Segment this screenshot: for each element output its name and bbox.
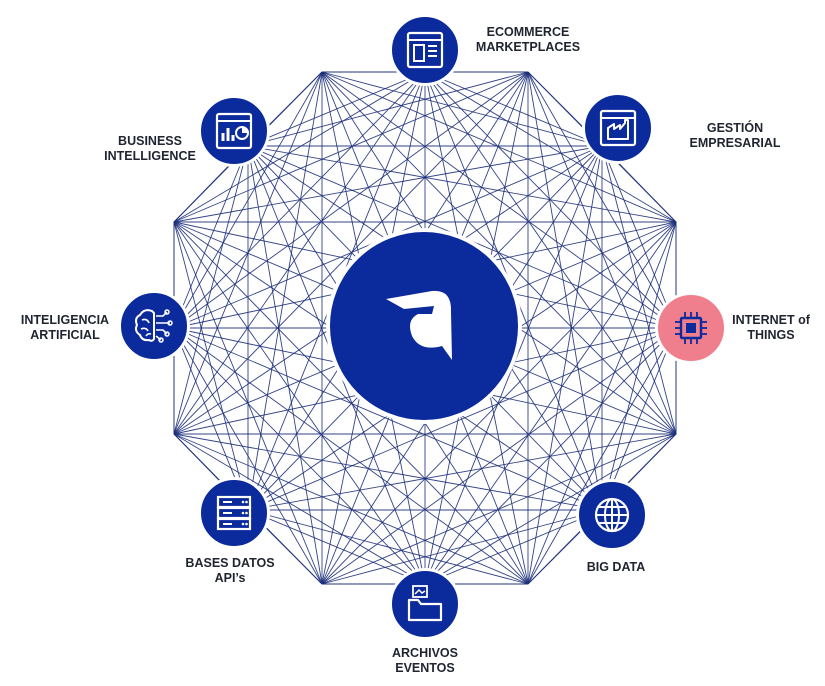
brain-circuit-icon: [135, 309, 173, 343]
connection-line: [247, 71, 529, 147]
connection-line: [173, 145, 249, 329]
connection-line: [173, 71, 529, 223]
node-gestion-circle: [582, 92, 654, 164]
connection-line: [173, 221, 249, 511]
node-label-line: ECOMMERCE: [487, 25, 570, 39]
node-bases-circle: [198, 477, 270, 549]
node-bigdata-label: BIG DATA: [587, 560, 646, 574]
node-label-line: ARTIFICIAL: [30, 328, 100, 342]
node-label-line: INTELLIGENCE: [104, 149, 196, 163]
node-label-line: THINGS: [747, 328, 794, 342]
connection-line: [247, 509, 426, 585]
connection-line: [173, 71, 426, 223]
connection-line: [321, 71, 603, 147]
node-label-line: EVENTOS: [395, 661, 455, 675]
connection-line: [247, 327, 677, 511]
connection-line: [601, 145, 677, 329]
connection-line: [424, 433, 677, 585]
server-icon: [216, 495, 252, 531]
connection-line: [527, 71, 603, 511]
connection-line: [173, 71, 426, 435]
connection-line: [173, 327, 426, 585]
connection-line: [321, 509, 603, 585]
node-label-line: MARKETPLACES: [476, 40, 580, 54]
node-label-line: API’s: [215, 571, 246, 585]
connection-line: [424, 71, 677, 435]
microchip-icon: [675, 312, 707, 344]
folder-icon: [407, 585, 443, 622]
globe-icon: [594, 497, 630, 533]
connection-line: [173, 145, 603, 223]
factory-window-icon: [599, 109, 637, 147]
node-label-line: ARCHIVOS: [392, 646, 458, 660]
node-label-line: INTERNET of: [732, 313, 811, 327]
connection-line: [173, 433, 603, 511]
connection-line: [247, 145, 677, 223]
connection-line: [424, 221, 677, 585]
brand-logo-icon: [386, 290, 452, 360]
connection-line: [527, 145, 603, 585]
connection-line: [173, 221, 426, 585]
connection-line: [321, 433, 677, 585]
connection-line: [321, 327, 677, 585]
node-label-line: INTELIGENCIA: [21, 313, 109, 327]
connection-line: [424, 71, 677, 223]
connection-line: [173, 221, 529, 585]
connection-line: [247, 433, 677, 511]
node-label-line: BUSINESS: [118, 134, 182, 148]
node-bi-circle: [198, 95, 270, 167]
dashboard-window-icon: [215, 112, 253, 150]
node-label-line: GESTIÓN: [707, 120, 763, 135]
storefront-window-icon: [406, 31, 444, 69]
node-bigdata: BIG DATA: [576, 479, 648, 574]
connection-line: [173, 327, 603, 511]
connection-line: [527, 327, 677, 585]
connection-line: [173, 145, 249, 435]
connection-line: [247, 509, 529, 585]
node-label-line: BIG DATA: [587, 560, 646, 574]
node-label-line: BASES DATOS: [185, 556, 274, 570]
center-hub: [326, 228, 522, 424]
connection-line: [247, 71, 323, 511]
connection-line: [173, 71, 529, 329]
connection-line: [247, 145, 323, 585]
node-label-line: EMPRESARIAL: [690, 136, 781, 150]
connection-line: [424, 509, 603, 585]
connection-line: [173, 433, 426, 585]
connection-line: [321, 71, 677, 329]
connection-line: [601, 145, 677, 435]
connection-line: [173, 327, 529, 585]
connection-line: [247, 71, 426, 147]
